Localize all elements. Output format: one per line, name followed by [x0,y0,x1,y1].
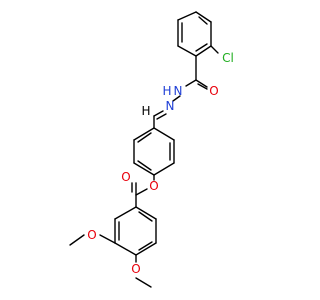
methoxy2-oxygen-atom: O [131,262,140,276]
imine-bond-2 [156,113,167,120]
imine-ch-hydrogen: H [141,104,150,118]
amide-oxygen-atom: O [209,84,218,98]
methoxy1-ch3-bond [69,234,85,246]
structure-canvas: Cl O N H N H O O O O [69,11,234,288]
amide-co-bond-2 [197,83,208,90]
amide-cn-bond [185,79,197,87]
chlorophenyl-ring [177,11,212,57]
chlorine-atom: Cl [222,51,234,65]
imine-bond-1 [153,110,164,117]
amide-hydrogen-atom: H [162,84,171,98]
ester-carbonyl-oxygen-atom: O [121,170,130,184]
c-cl-bond [210,45,219,54]
methoxy1-oxygen-atom: O [87,228,96,242]
ester-oc-bond [135,188,148,196]
methoxy2-ch3-bond [135,277,152,288]
imine-nitrogen-atom: N [166,99,175,113]
amide-co-bond-1 [195,79,208,88]
amide-nitrogen-atom: N [174,84,183,98]
methoxy1-ring-bond [99,234,116,244]
n-n-bond [172,95,181,102]
molecule-structure: Cl O N H N H O O O O [69,11,234,288]
phenylene-ring [133,127,175,176]
dimethoxyphenyl-ring [114,206,157,256]
ester-single-oxygen-atom: O [149,179,158,193]
